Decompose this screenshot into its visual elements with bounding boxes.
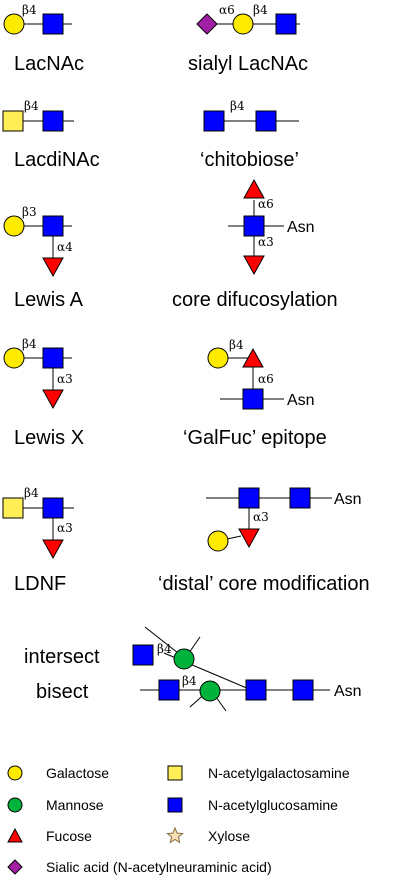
lacdinac-structure: β4 LacdiNAc (2, 99, 100, 171)
intersect-label: intersect (24, 646, 100, 668)
galfuc-epitope-structure: β4 α6 Asn ‘GalFuc’ epitope (183, 338, 327, 449)
asn-label: Asn (287, 392, 315, 409)
fucose-icon (42, 257, 64, 278)
fucose-icon (243, 255, 265, 276)
galactose-icon (3, 347, 25, 369)
mannose-icon (173, 648, 195, 670)
galnac-icon (167, 765, 183, 781)
ldnf-structure: β4 α3 LDNF (2, 486, 74, 595)
linkage-label: β4 (24, 486, 39, 500)
mannose-icon (199, 680, 221, 702)
distal-core-label: ‘distal’ core modification (158, 573, 370, 595)
glcnac-icon (289, 487, 311, 509)
linkage-label: α3 (258, 235, 274, 249)
linkage-label: α6 (258, 197, 274, 211)
galactose-icon (3, 215, 25, 237)
fucose-icon (7, 827, 23, 843)
legend-sialic-acid: Sialic acid (N-acetylneuraminic acid) (46, 859, 272, 875)
galactose-icon (3, 13, 25, 35)
linkage-label: α6 (219, 3, 235, 17)
galactose-icon (207, 530, 229, 552)
fucose-icon (42, 389, 64, 410)
fucose-icon (42, 539, 64, 560)
chitobiose-structure: β4 ‘chitobiose’ (200, 99, 299, 171)
lewis-a-label: Lewis A (14, 289, 84, 311)
galnac-icon (2, 110, 24, 132)
glcnac-icon (132, 644, 154, 666)
ldnf-label: LDNF (14, 573, 66, 595)
linkage-label: β3 (22, 205, 37, 219)
legend-glcnac: N-acetylglucosamine (208, 797, 338, 813)
glcnac-icon (42, 215, 64, 237)
linkage-label: β4 (182, 674, 197, 688)
lacdinac-label: LacdiNAc (14, 149, 100, 171)
galnac-icon (2, 497, 24, 519)
linkage-label: β4 (230, 99, 245, 113)
lewis-a-structure: β3 α4 Lewis A (3, 205, 84, 311)
linkage-label: β4 (157, 642, 172, 656)
lewis-x-label: Lewis X (14, 427, 84, 449)
glcnac-icon (243, 215, 265, 237)
galactose-icon (207, 347, 229, 369)
asn-label: Asn (334, 491, 362, 508)
chitobiose-label: ‘chitobiose’ (200, 149, 299, 171)
linkage-label: β4 (229, 338, 244, 352)
glcnac-icon (238, 487, 260, 509)
sialic-acid-icon (196, 13, 218, 35)
glcnac-icon (292, 679, 314, 701)
linkage-label: α3 (57, 372, 73, 386)
glcnac-icon (42, 110, 64, 132)
linkage-label: α4 (57, 240, 73, 254)
glcnac-icon (42, 497, 64, 519)
glcnac-icon (42, 347, 64, 369)
glcnac-icon (158, 679, 180, 701)
core-difucosylation-structure: α6 α3 Asn core difucosylation (172, 178, 338, 311)
galactose-icon (7, 765, 23, 781)
xylose-icon (166, 826, 184, 844)
legend-xylose: Xylose (208, 828, 250, 844)
asn-label: Asn (287, 219, 315, 236)
glcnac-icon (203, 110, 225, 132)
glcnac-icon (242, 388, 264, 410)
linkage-label: β4 (22, 337, 37, 351)
fucose-icon (243, 178, 265, 199)
galfuc-epitope-label: ‘GalFuc’ epitope (183, 427, 327, 449)
core-difucosylation-label: core difucosylation (172, 289, 338, 311)
mannose-icon (7, 797, 23, 813)
linkage-label: α6 (258, 372, 274, 386)
legend-fucose: Fucose (46, 828, 92, 844)
galactose-icon (232, 13, 254, 35)
bisect-label: bisect (36, 681, 89, 703)
glcnac-icon (167, 797, 183, 813)
legend: Galactose N-acetylgalactosamine Mannose … (7, 765, 350, 875)
distal-core-structure: α3 Asn ‘distal’ core modification (158, 487, 370, 595)
sialyl-lacnac-structure: α6 β4 sialyl LacNAc (188, 3, 308, 75)
fucose-icon (238, 528, 260, 549)
glcnac-icon (42, 13, 64, 35)
legend-mannose: Mannose (46, 797, 104, 813)
linkage-label: α3 (57, 521, 73, 535)
sialyl-lacnac-label: sialyl LacNAc (188, 53, 308, 75)
linkage-label: β4 (253, 3, 268, 17)
lacnac-label: LacNAc (14, 53, 84, 75)
asn-label: Asn (334, 683, 362, 700)
linkage-label: β4 (22, 3, 37, 17)
legend-galactose: Galactose (46, 765, 109, 781)
lacnac-structure: β4 LacNAc (3, 3, 84, 75)
fucose-icon (242, 347, 264, 368)
sialic-acid-icon (7, 859, 23, 875)
linkage-label: α3 (253, 510, 269, 524)
bisect-intersect-structure: β4 β4 intersect bisect Asn (24, 626, 362, 712)
linkage-label: β4 (24, 99, 39, 113)
lewis-x-structure: β4 α3 Lewis X (3, 337, 84, 449)
legend-galnac: N-acetylgalactosamine (208, 765, 350, 781)
glcnac-icon (275, 13, 297, 35)
glcnac-icon (245, 679, 267, 701)
glcnac-icon (255, 110, 277, 132)
